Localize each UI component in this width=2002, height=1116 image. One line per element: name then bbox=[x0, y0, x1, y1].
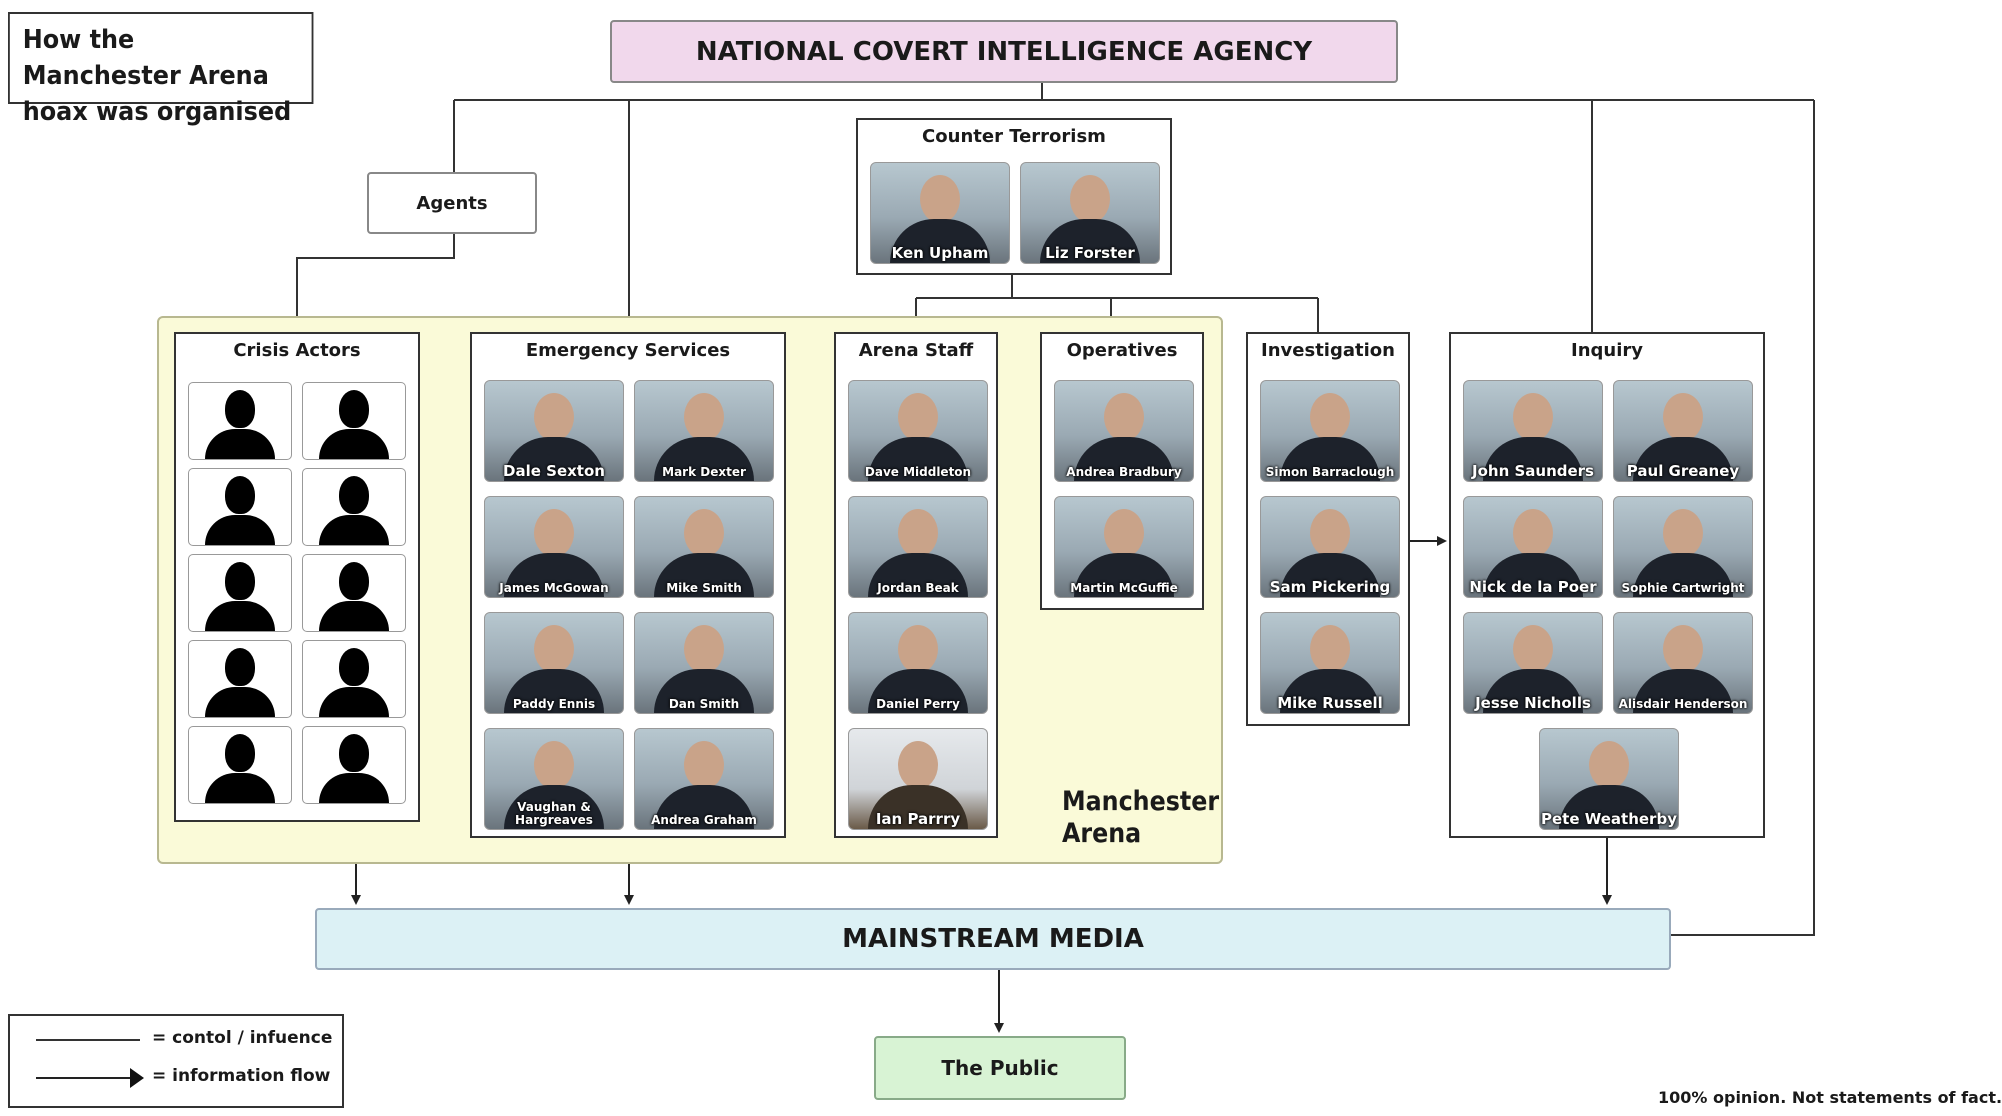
person-card: Mike Smith bbox=[634, 496, 774, 598]
inquiry-title: Inquiry bbox=[1571, 340, 1643, 361]
person-card: Ian Parrry bbox=[848, 728, 988, 830]
silhouette-icon bbox=[188, 468, 292, 546]
person-name: Pete Weatherby bbox=[1541, 810, 1677, 828]
legend-lines bbox=[36, 1039, 144, 1088]
person-card: Alisdair Henderson bbox=[1613, 612, 1753, 714]
emergency-services-group: Emergency Services Dale Sexton Mark Dext… bbox=[470, 332, 786, 838]
agents-box: Agents bbox=[367, 172, 537, 234]
investigation-title: Investigation bbox=[1261, 340, 1395, 361]
person-name: Sophie Cartwright bbox=[1621, 581, 1745, 595]
person-name: Andrea Bradbury bbox=[1066, 465, 1182, 479]
mainstream-media-box: MAINSTREAM MEDIA bbox=[315, 908, 1671, 970]
person-card: Ken Upham bbox=[870, 162, 1010, 264]
silhouette-icon bbox=[302, 726, 406, 804]
silhouette-icon bbox=[188, 382, 292, 460]
legend-info-label: = information flow bbox=[152, 1066, 331, 1086]
media-label: MAINSTREAM MEDIA bbox=[842, 924, 1144, 954]
person-name: Martin McGuffie bbox=[1070, 581, 1178, 595]
person-name: James McGowan bbox=[499, 581, 609, 595]
crisis-actors-group: Crisis Actors bbox=[174, 332, 420, 822]
person-name: Liz Forster bbox=[1045, 244, 1135, 262]
person-card: Paddy Ennis bbox=[484, 612, 624, 714]
person-card: Dave Middleton bbox=[848, 380, 988, 482]
silhouette-icon bbox=[302, 468, 406, 546]
person-card: James McGowan bbox=[484, 496, 624, 598]
person-card: Mike Russell bbox=[1260, 612, 1400, 714]
person-name: Paddy Ennis bbox=[512, 697, 596, 711]
operatives-title: Operatives bbox=[1066, 340, 1178, 361]
person-card: Mark Dexter bbox=[634, 380, 774, 482]
person-name: Dale Sexton bbox=[503, 462, 605, 480]
counter-terrorism-group: Counter Terrorism Ken Upham Liz Forster bbox=[856, 118, 1172, 275]
the-public-box: The Public bbox=[874, 1036, 1126, 1100]
line-agents-crisis bbox=[296, 234, 455, 332]
disclaimer: 100% opinion. Not statements of fact. bbox=[1658, 1088, 2002, 1107]
silhouette-icon bbox=[302, 554, 406, 632]
person-name: Vaughan & Hargreaves bbox=[515, 800, 593, 827]
legend-control-label: = contol / infuence bbox=[152, 1028, 333, 1048]
person-card: Simon Barraclough bbox=[1260, 380, 1400, 482]
person-name: Nick de la Poer bbox=[1469, 578, 1597, 596]
person-name: Alisdair Henderson bbox=[1618, 697, 1748, 711]
person-card: Jesse Nicholls bbox=[1463, 612, 1603, 714]
person-card: John Saunders bbox=[1463, 380, 1603, 482]
person-name: John Saunders bbox=[1472, 462, 1594, 480]
investigation-group: Investigation Simon Barraclough Sam Pick… bbox=[1246, 332, 1410, 726]
inquiry-group: Inquiry John Saunders Paul Greaney Nick … bbox=[1449, 332, 1765, 838]
arena-staff-group: Arena Staff Dave Middleton Jordan Beak D… bbox=[834, 332, 998, 838]
person-name: Daniel Perry bbox=[876, 697, 960, 711]
person-card: Daniel Perry bbox=[848, 612, 988, 714]
emergency-services-title: Emergency Services bbox=[525, 340, 731, 361]
person-card: Pete Weatherby bbox=[1539, 728, 1679, 830]
person-card: Sophie Cartwright bbox=[1613, 496, 1753, 598]
operatives-group: Operatives Andrea Bradbury Martin McGuff… bbox=[1040, 332, 1204, 610]
person-name: Mark Dexter bbox=[662, 465, 746, 479]
person-card: Martin McGuffie bbox=[1054, 496, 1194, 598]
silhouette-icon bbox=[302, 382, 406, 460]
agency-label: NATIONAL COVERT INTELLIGENCE AGENCY bbox=[695, 36, 1313, 67]
person-card: Dale Sexton bbox=[484, 380, 624, 482]
person-name: Sam Pickering bbox=[1269, 578, 1391, 596]
person-card: Dan Smith bbox=[634, 612, 774, 714]
diagram-title: How the Manchester Arena hoax was organi… bbox=[8, 12, 314, 127]
person-card: Paul Greaney bbox=[1613, 380, 1753, 482]
silhouette-icon bbox=[302, 640, 406, 718]
counter-terrorism-title: Counter Terrorism bbox=[922, 126, 1106, 147]
person-name: Dan Smith bbox=[668, 697, 740, 711]
person-card: Nick de la Poer bbox=[1463, 496, 1603, 598]
line-to-media-right bbox=[1671, 100, 1815, 936]
person-name: Mike Russell bbox=[1277, 694, 1383, 712]
person-card: Liz Forster bbox=[1020, 162, 1160, 264]
manchester-arena-label: Manchester Arena bbox=[1062, 786, 1220, 849]
person-name: Jordan Beak bbox=[877, 581, 959, 595]
person-name: Paul Greaney bbox=[1626, 462, 1740, 480]
person-name: Andrea Graham bbox=[651, 813, 757, 827]
person-card: Andrea Graham bbox=[634, 728, 774, 830]
arena-staff-title: Arena Staff bbox=[858, 340, 974, 361]
person-card: Jordan Beak bbox=[848, 496, 988, 598]
legend: = contol / infuence = information flow bbox=[8, 1014, 344, 1108]
silhouette-icon bbox=[188, 554, 292, 632]
agents-label: Agents bbox=[416, 192, 488, 214]
silhouette-icon bbox=[188, 726, 292, 804]
person-name: Mike Smith bbox=[666, 581, 742, 595]
person-card: Vaughan & Hargreaves bbox=[484, 728, 624, 830]
silhouette-icon bbox=[188, 640, 292, 718]
person-name: Ken Upham bbox=[891, 244, 989, 262]
person-card: Andrea Bradbury bbox=[1054, 380, 1194, 482]
person-name: Dave Middleton bbox=[864, 465, 972, 479]
person-card: Sam Pickering bbox=[1260, 496, 1400, 598]
crisis-actors-title: Crisis Actors bbox=[233, 340, 361, 361]
person-name: Jesse Nicholls bbox=[1475, 694, 1591, 712]
person-name: Simon Barraclough bbox=[1265, 465, 1395, 479]
person-name: Ian Parrry bbox=[875, 810, 961, 828]
national-covert-intelligence-agency-box: NATIONAL COVERT INTELLIGENCE AGENCY bbox=[610, 20, 1398, 83]
public-label: The Public bbox=[941, 1056, 1059, 1080]
